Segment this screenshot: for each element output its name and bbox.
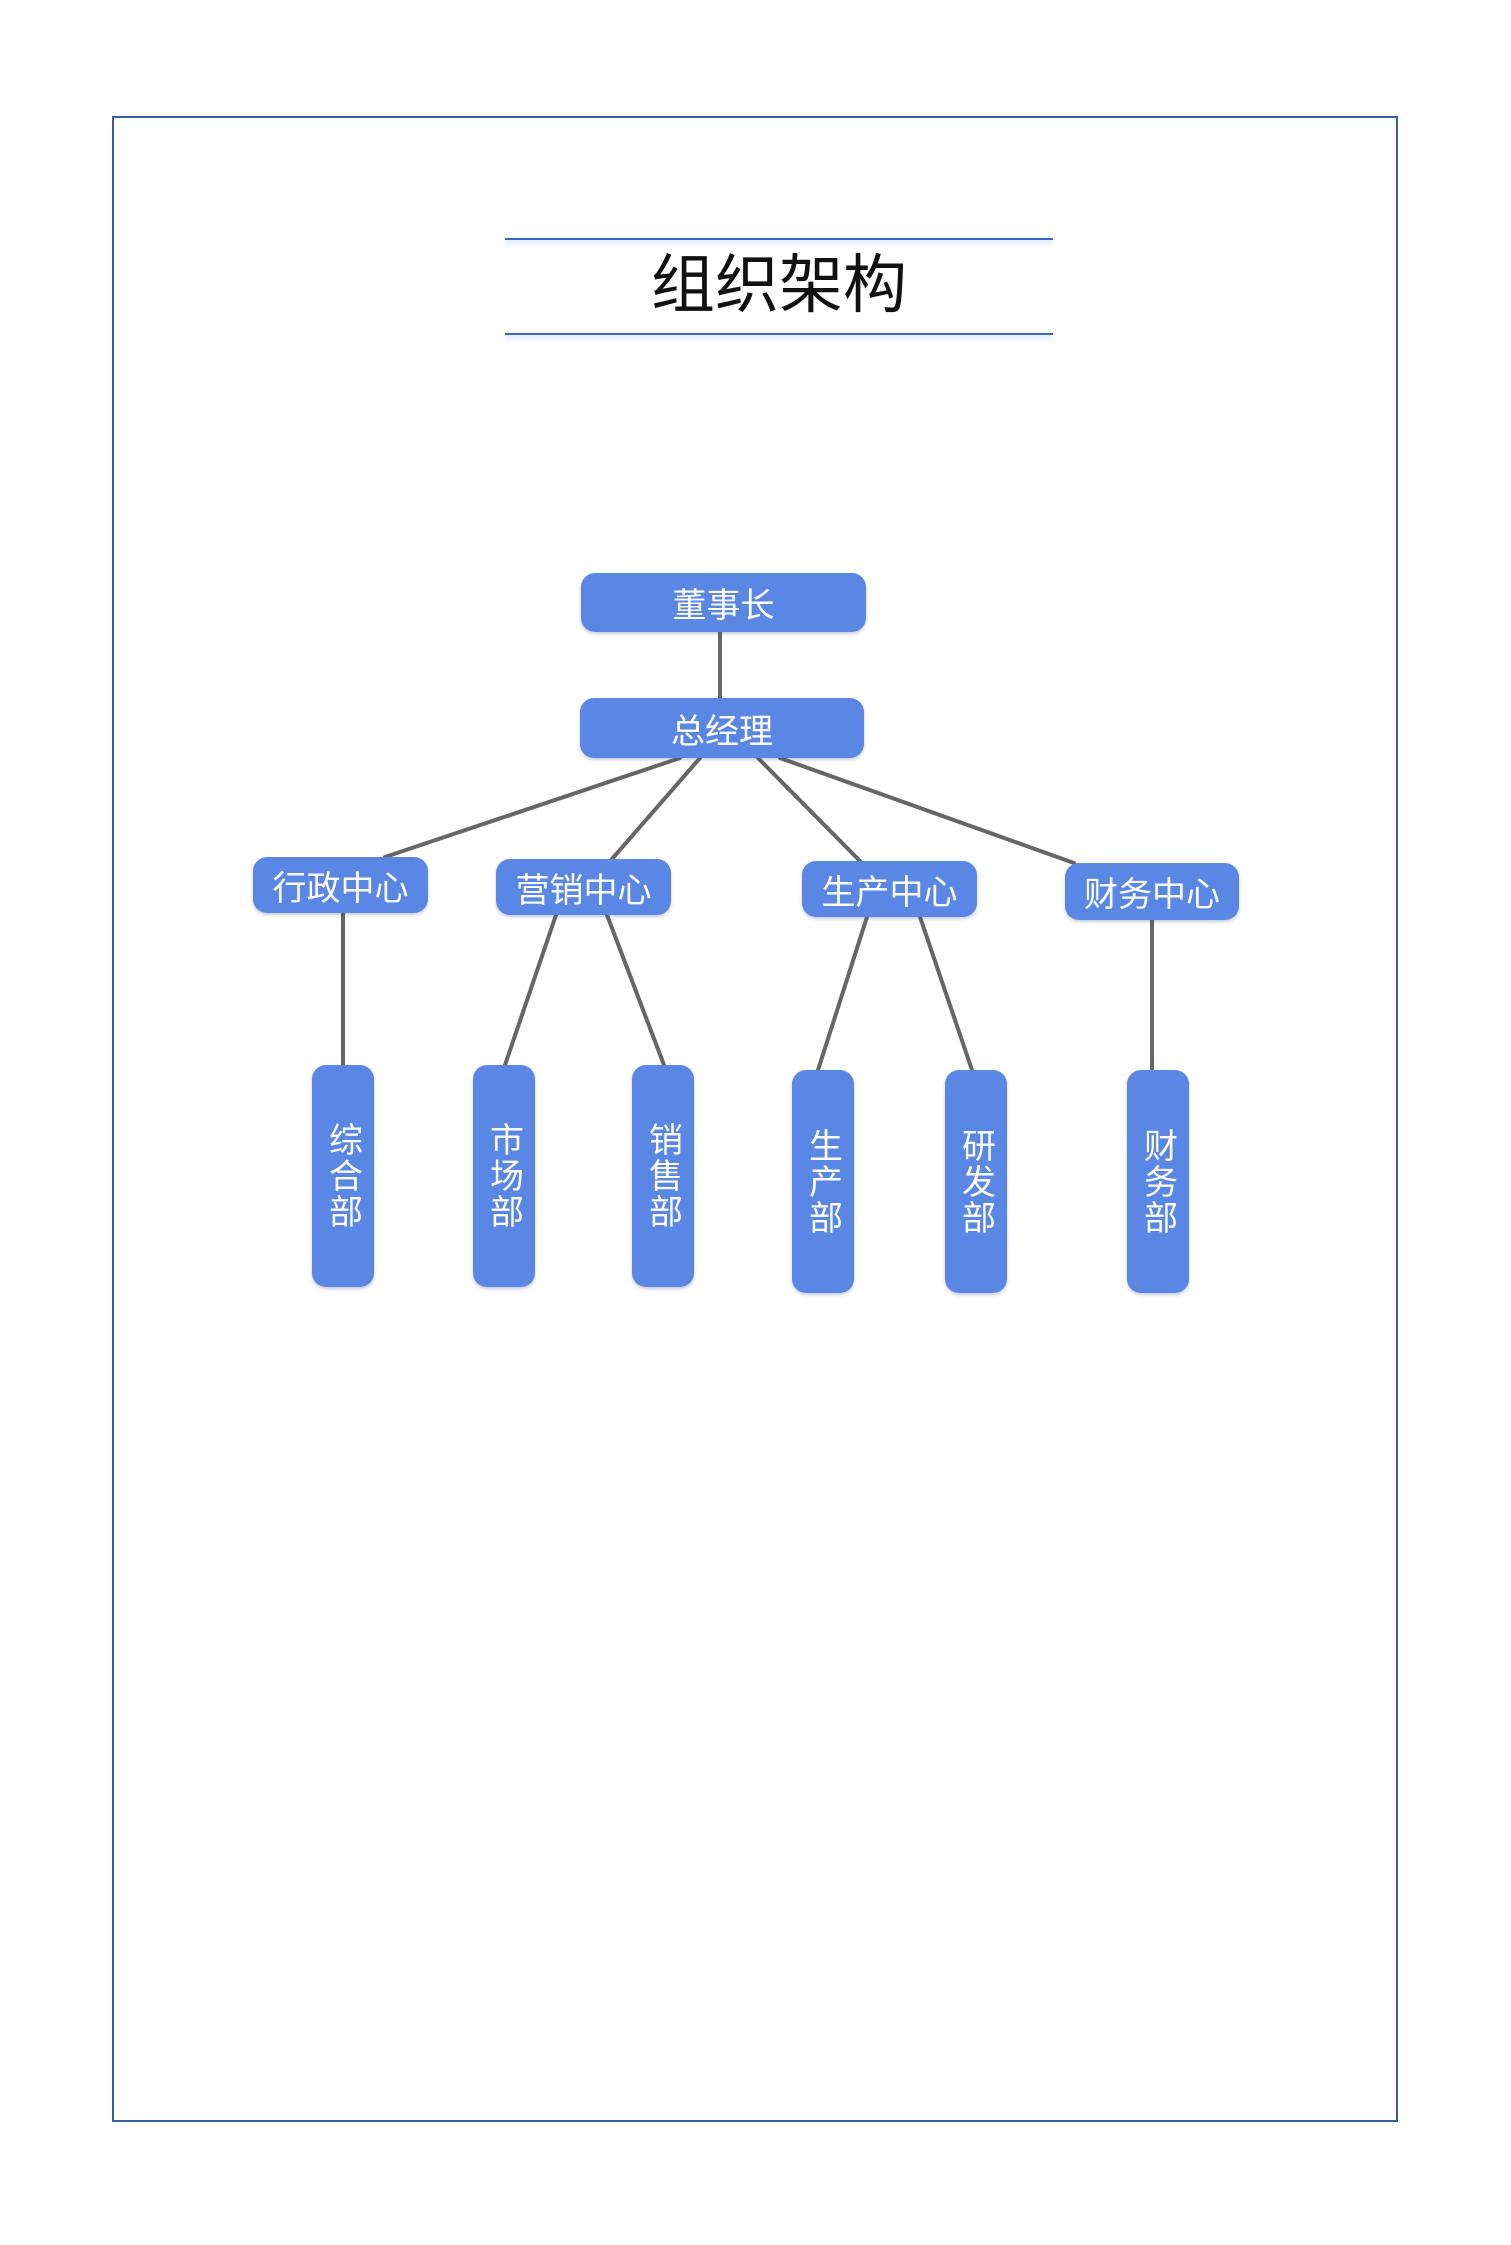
connector-production-rnd	[918, 915, 974, 1072]
node-market-dept: 市场部	[473, 1065, 535, 1287]
title-bottom-rule	[505, 333, 1053, 335]
node-production-dept: 生产部	[792, 1070, 854, 1293]
connector-marketing-market	[503, 913, 558, 1067]
page-title: 组织架构	[651, 249, 907, 323]
node-general-manager: 总经理	[580, 698, 864, 758]
node-chairman: 董事长	[581, 573, 866, 632]
node-general-dept: 综合部	[312, 1065, 374, 1287]
connector-gm-admin	[383, 756, 682, 859]
node-finance-center: 财务中心	[1065, 863, 1239, 920]
connector-gm-production	[756, 756, 862, 863]
node-admin-center: 行政中心	[253, 857, 428, 913]
page-frame	[112, 116, 1398, 2122]
node-marketing-center: 营销中心	[496, 859, 671, 915]
node-rnd-dept: 研发部	[945, 1070, 1007, 1293]
node-finance-dept: 财务部	[1127, 1070, 1189, 1293]
title-top-rule	[505, 238, 1053, 240]
node-production-center: 生产中心	[802, 861, 977, 917]
connector-gm-finance	[778, 756, 1076, 865]
node-sales-dept: 销售部	[632, 1065, 694, 1287]
connector-marketing-sales	[605, 913, 666, 1067]
connector-gm-marketing	[610, 756, 702, 861]
connector-production-production	[816, 915, 869, 1072]
